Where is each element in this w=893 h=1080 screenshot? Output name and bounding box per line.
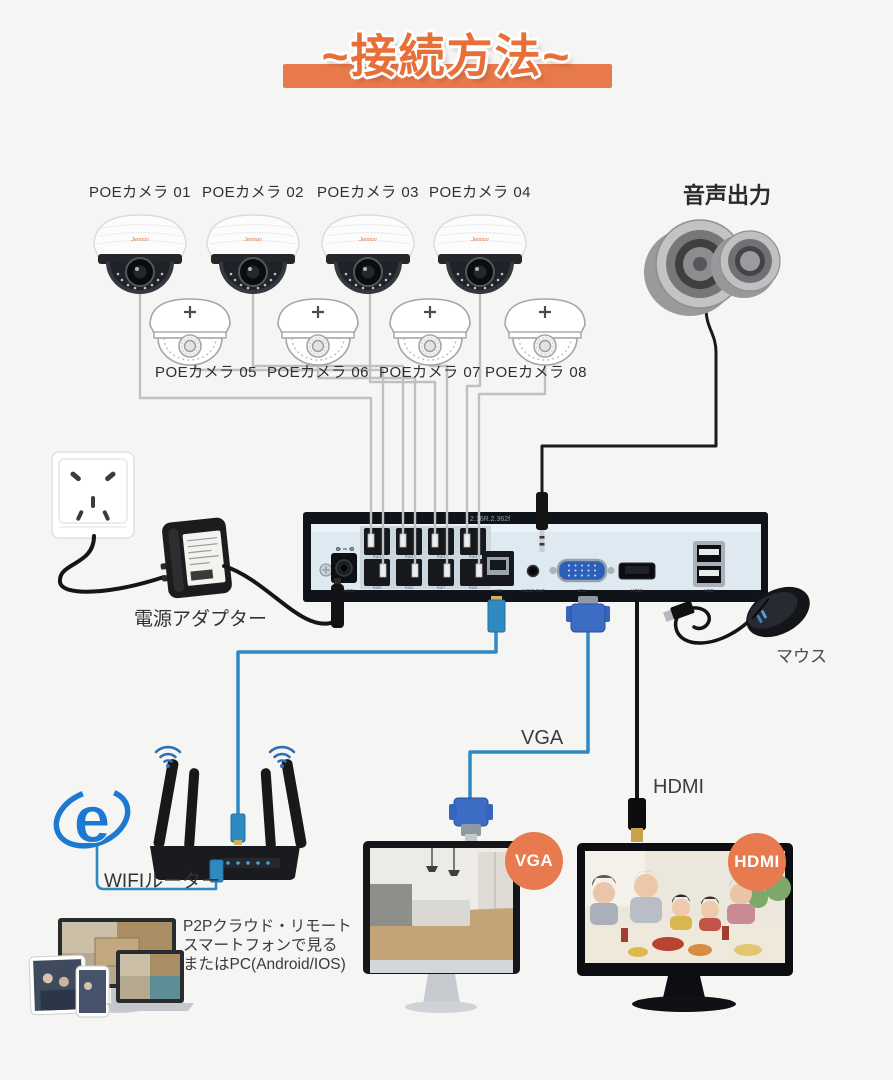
hdmi-cable-label: HDMI	[653, 776, 705, 798]
vga-monitor	[363, 841, 520, 1013]
camera-03-label: POEカメラ 03	[316, 184, 420, 201]
cable-camera-08	[477, 360, 547, 576]
audio-plug	[536, 492, 548, 552]
svg-text:PoE5: PoE5	[373, 586, 381, 590]
dc-plug	[331, 578, 344, 628]
remote-devices	[28, 918, 194, 1018]
vga-connector-monitor	[449, 797, 493, 844]
svg-text:USB: USB	[704, 588, 713, 593]
svg-text:HDMI: HDMI	[631, 588, 643, 593]
svg-text:PoE7: PoE7	[437, 586, 445, 590]
title-banner-bar	[283, 64, 612, 88]
dc-port-label: DC48-52V	[333, 588, 355, 593]
mouse-usb-plug	[663, 600, 695, 622]
svg-text:PoE6: PoE6	[405, 586, 413, 590]
vga-badge: VGA	[505, 832, 563, 890]
dc-cord	[222, 564, 336, 626]
lan-cable-plug-nvr	[487, 596, 506, 633]
mouse-label: マウス	[776, 647, 827, 666]
cable-camera-04	[465, 292, 482, 546]
remote-view-text: P2Pクラウド・リモート スマートフォンで見る またはPC(Android/IO…	[183, 917, 352, 974]
svg-text:VGA: VGA	[577, 588, 588, 593]
hdmi-badge: HDMI	[728, 833, 786, 891]
power-adapter-label: 電源アダプター	[134, 609, 268, 630]
camera-07-label: POEカメラ 07	[378, 364, 482, 381]
router-bottom-plug	[209, 859, 224, 883]
audio-out-port: AUDIO OUT	[521, 564, 545, 593]
audio-output-label: 音声出力	[683, 183, 772, 208]
camera-01-label: POEカメラ 01	[88, 184, 192, 201]
lan-port: LAN	[482, 551, 514, 593]
remote-view-line1: P2Pクラウド・リモート	[183, 918, 352, 935]
remote-view-line3: またはPC(Android/IOS)	[183, 956, 346, 973]
svg-text:e: e	[74, 782, 111, 856]
camera-01	[93, 214, 187, 295]
wifi-router	[150, 745, 307, 880]
camera-05-label: POEカメラ 05	[154, 364, 258, 381]
wall-outlet	[51, 451, 135, 539]
svg-text:PoE1: PoE1	[373, 555, 381, 559]
camera-07	[388, 297, 472, 367]
camera-04	[433, 214, 527, 295]
svg-text:PoE2: PoE2	[405, 555, 413, 559]
nvr-serial-text: 2.16R.2.362f	[470, 516, 510, 523]
svg-text:PoE3: PoE3	[437, 555, 445, 559]
camera-06	[276, 297, 360, 367]
router-internet-cable	[95, 846, 218, 891]
svg-text:PoE4: PoE4	[469, 555, 477, 559]
camera-08-label: POEカメラ 08	[484, 364, 588, 381]
audio-cable	[540, 307, 718, 492]
camera-03	[321, 214, 415, 295]
mouse	[663, 586, 810, 645]
dc-power-jack: DC48-52V	[331, 547, 357, 593]
outlet-cord	[58, 534, 166, 594]
svg-text:LAN: LAN	[494, 588, 503, 593]
cable-camera-06	[316, 360, 417, 576]
cable-camera-02	[251, 292, 405, 546]
camera-cables	[138, 292, 547, 576]
cable-camera-03	[368, 292, 437, 546]
camera-05	[148, 297, 232, 367]
internet-explorer-icon: e	[53, 782, 131, 857]
remote-view-line2: スマートフォンで見る	[183, 937, 338, 954]
poe-cameras-top-row	[93, 214, 527, 295]
lan-cable-plug-router	[230, 813, 246, 845]
camera-08	[503, 297, 587, 367]
hdmi-port: HDMI	[618, 562, 656, 593]
page-title: ~接続方法~	[321, 30, 572, 82]
hdmi-plug	[628, 798, 646, 842]
vga-cable	[468, 630, 590, 800]
svg-text:PoE8: PoE8	[469, 586, 477, 590]
speakers	[536, 219, 781, 552]
lan-cable	[236, 630, 498, 816]
vga-port: VGA	[549, 558, 615, 593]
vga-connector-nvr	[566, 596, 610, 633]
vga-cable-label: VGA	[521, 727, 564, 749]
power-adapter	[160, 517, 232, 599]
poe-port-block: PoE1 PoE2 PoE3 PoE4 PoE5 PoE6 PoE7 PoE8	[360, 526, 491, 590]
camera-02-label: POEカメラ 02	[201, 184, 305, 201]
poe-cameras-bottom-row	[148, 297, 587, 367]
svg-text:AUDIO OUT: AUDIO OUT	[521, 588, 545, 593]
wifi-router-label: WIFIルーター	[104, 871, 221, 892]
usb-ports: USB	[693, 541, 725, 593]
nvr-recorder: 2.16R.2.362f DC48-52V	[303, 512, 768, 602]
rj45-plug-tips	[367, 533, 483, 578]
camera-02	[206, 214, 300, 295]
camera-04-label: POEカメラ 04	[428, 184, 532, 201]
camera-06-label: POEカメラ 06	[266, 364, 370, 381]
cable-camera-01	[138, 292, 373, 546]
